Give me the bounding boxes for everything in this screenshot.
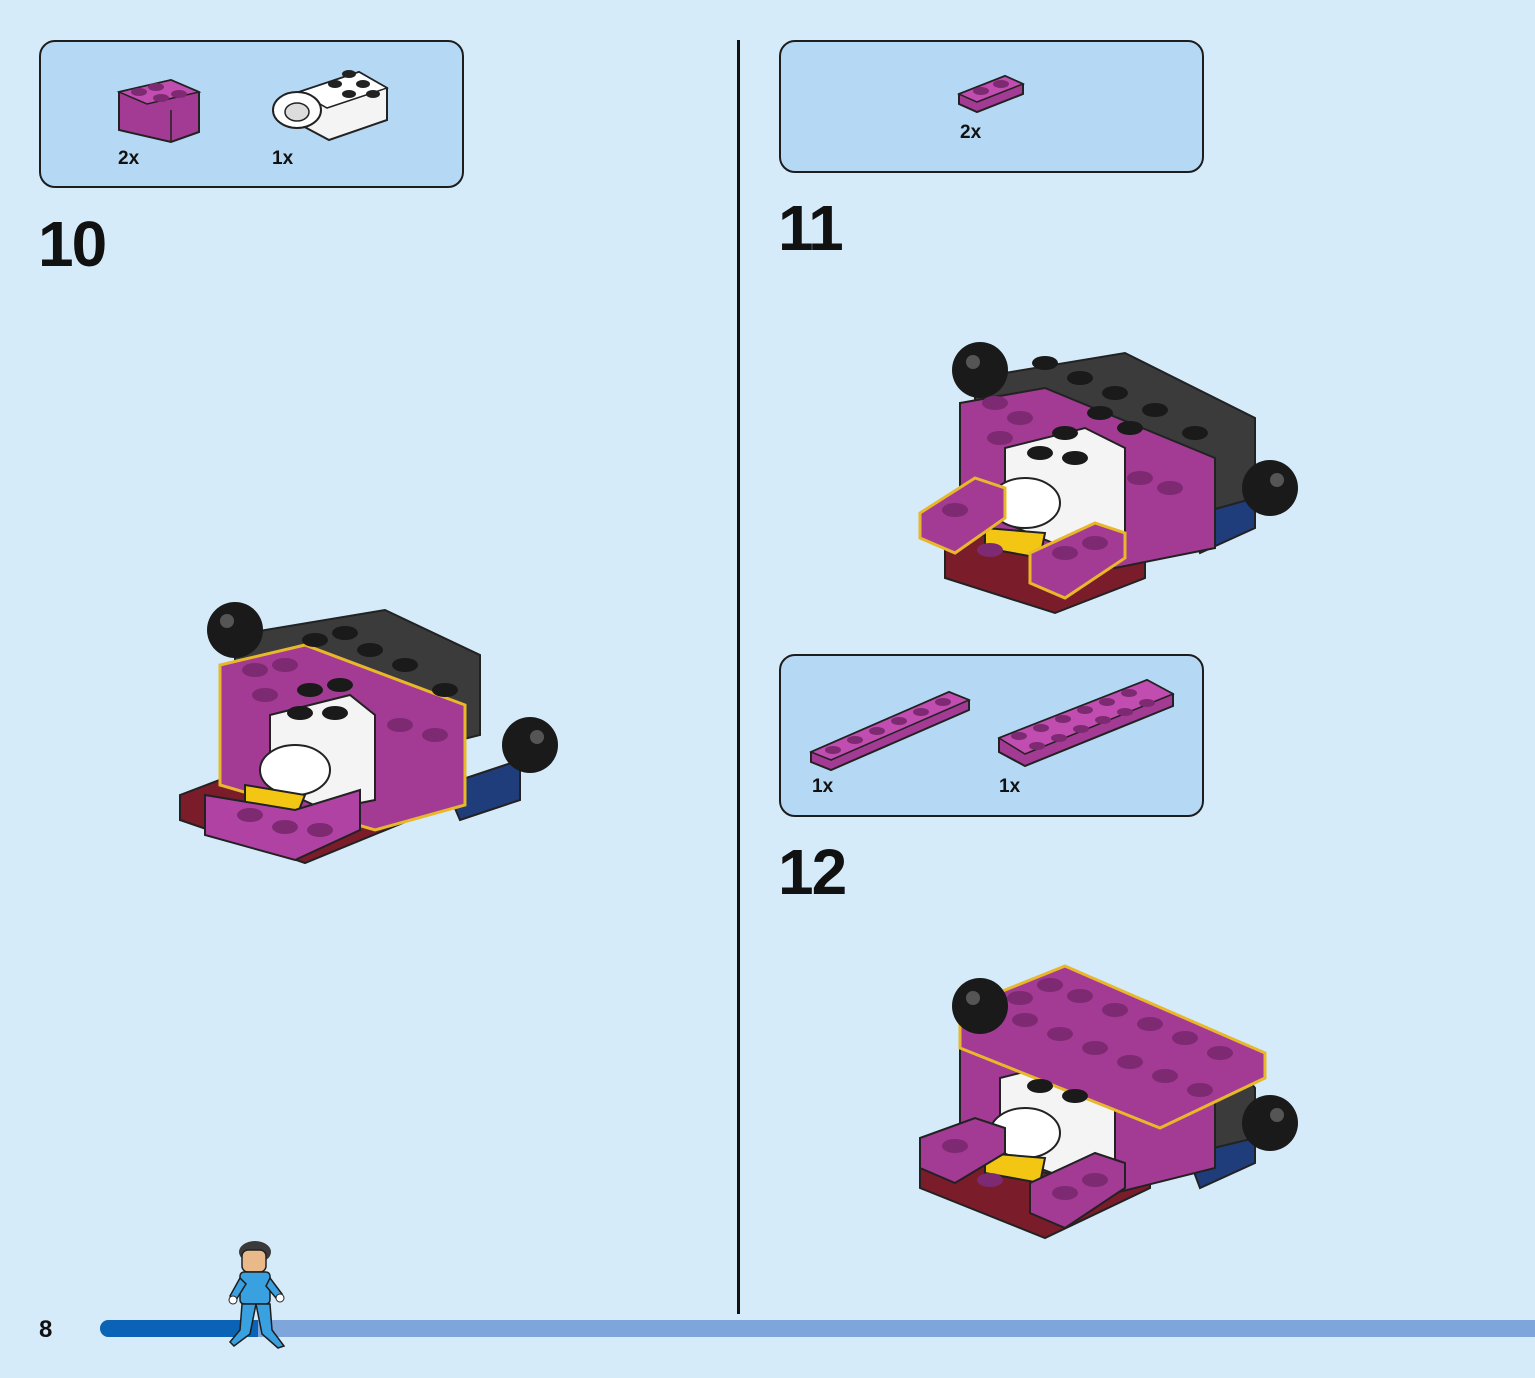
progress-bar [100, 1320, 1535, 1337]
column-divider [737, 40, 740, 1314]
magenta-corner-brick-icon [116, 78, 202, 144]
magenta-plate-1x6-icon [809, 690, 971, 772]
step-12-model-illustration [919, 964, 1298, 1240]
step-10-model-illustration [179, 602, 558, 865]
white-clip-brick-icon [272, 70, 389, 142]
step-11-model-illustration [918, 342, 1298, 615]
part-quantity: 1x [812, 776, 834, 797]
step-number: 12 [778, 836, 847, 908]
part-quantity: 2x [118, 148, 140, 169]
magenta-plate-2x6-icon [997, 678, 1175, 768]
step-11-parts-box: 2x [779, 40, 1204, 173]
part-quantity: 1x [999, 776, 1021, 797]
progress-bar-fill [100, 1320, 258, 1337]
magenta-plate-1x2-icon [957, 74, 1025, 114]
step-10-parts-box: 2x 1x [39, 40, 464, 188]
step-12-parts-box: 1x 1x [779, 654, 1204, 817]
part-quantity: 2x [960, 122, 982, 143]
part-quantity: 1x [272, 148, 294, 169]
page-number: 8 [39, 1316, 53, 1343]
step-number: 10 [38, 208, 107, 280]
step-number: 11 [778, 192, 844, 264]
minifigure-walking-icon [228, 1241, 286, 1349]
